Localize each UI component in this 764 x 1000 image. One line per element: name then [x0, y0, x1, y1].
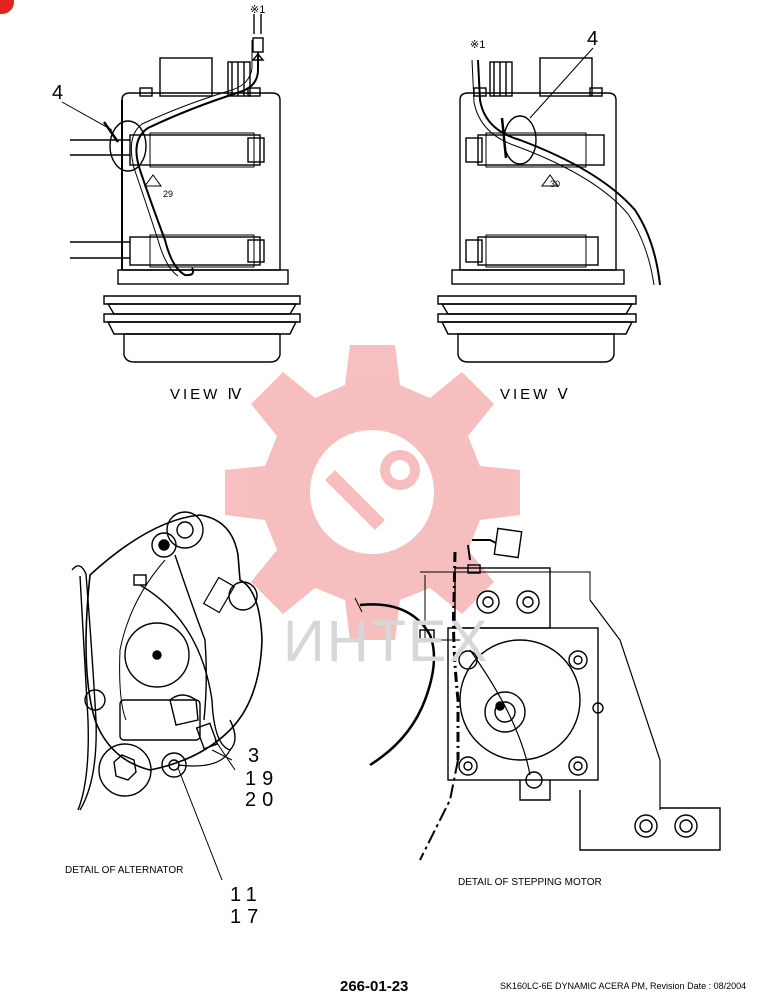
stepping-motor-detail [354, 527, 721, 861]
alternator-callout-3: 3 [248, 745, 260, 767]
alternator-callout-11: 11 [230, 884, 263, 906]
view4-reference-mark: ※1 [250, 4, 266, 16]
watermark-gear-icon [225, 345, 520, 640]
alternator-callout-17: 17 [230, 906, 265, 928]
view4-title: VIEW Ⅳ [170, 386, 245, 403]
view5-item-callout: 4 [587, 28, 599, 50]
alternator-callout-20: 20 [245, 789, 280, 811]
revision-info: SK160LC-6E DYNAMIC ACERA PM, Revision Da… [500, 981, 747, 991]
view5-title: VIEW Ⅴ [500, 386, 571, 403]
view4-angle-mark: 29 [163, 189, 174, 199]
page-number: 266-01-23 [340, 978, 409, 995]
view5-angle-mark: 30 [550, 179, 561, 189]
stepping-motor-caption: DETAIL OF STEPPING MOTOR [458, 877, 602, 888]
watermark-text: ИНТЕХ [283, 609, 490, 674]
view5-reference-mark: ※1 [470, 39, 486, 51]
view4-item-callout: 4 [52, 82, 64, 104]
view5-compressor [437, 47, 661, 363]
alternator-caption: DETAIL OF ALTERNATOR [65, 865, 184, 876]
alternator-detail [71, 511, 263, 881]
view4-compressor [61, 14, 301, 363]
alternator-callout-19: 19 [245, 768, 280, 790]
